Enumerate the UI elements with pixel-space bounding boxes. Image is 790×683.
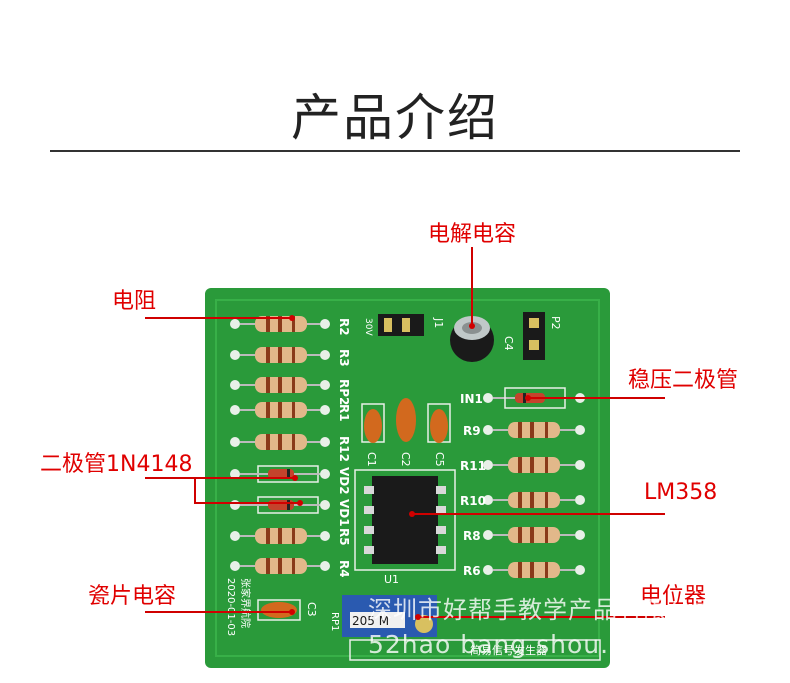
silk-left-2: RP2 <box>337 379 351 405</box>
ceramic-capacitor <box>261 602 297 618</box>
silk-left-5: VD2 <box>337 467 351 495</box>
pot-code: 205 M <box>352 614 389 628</box>
silk-right-0: IN1 <box>460 392 483 406</box>
silk-right-2: R11 <box>460 459 486 473</box>
board-name: 简易信号发生器 <box>470 643 547 657</box>
silk-right-1: R9 <box>463 424 481 438</box>
silk-left-3: R1 <box>337 404 351 422</box>
label-resistor: 电阻 <box>112 289 157 314</box>
page-title: 产品介绍 <box>291 89 499 147</box>
label-diode-1n4148: 二极管1N4148 <box>40 452 193 477</box>
silk-left-8: R4 <box>337 560 351 578</box>
silk-30v: 30V <box>363 318 373 336</box>
silk-cap-1: C2 <box>399 452 412 467</box>
silk-p2: P2 <box>549 316 562 330</box>
silk-left-1: R3 <box>337 349 351 367</box>
callout-lines <box>145 247 665 618</box>
silk-left-6: VD1 <box>337 499 351 527</box>
watermark-url: 52hao bang shou.1688.com <box>368 630 742 659</box>
silk-j1: J1 <box>432 317 445 328</box>
silk-right-5: R6 <box>463 564 481 578</box>
silk-rp1: RP1 <box>329 612 340 631</box>
silk-author: 张家界航院 <box>239 578 252 628</box>
title-divider <box>50 150 740 152</box>
right-resistor-column <box>483 387 585 578</box>
silk-date: 2020-01-03 <box>225 578 236 636</box>
left-resistor-column <box>230 316 330 574</box>
silk-left-0: R2 <box>337 318 351 336</box>
label-ceramic-capacitor: 瓷片电容 <box>88 584 177 609</box>
silk-left-4: R12 <box>337 436 351 462</box>
silk-left-7: R5 <box>337 528 351 546</box>
lm358-chip <box>372 476 438 564</box>
label-potentiometer: 电位器 <box>640 584 707 609</box>
label-zener-diode: 稳压二极管 <box>628 368 739 393</box>
silk-c3: C3 <box>305 602 318 617</box>
silk-u1: U1 <box>384 573 399 586</box>
silk-right-4: R8 <box>463 529 481 543</box>
silk-cap-0: C1 <box>365 452 378 467</box>
silk-cap-2: C5 <box>433 452 446 467</box>
silk-right-3: R10 <box>460 494 486 508</box>
silk-c4: C4 <box>502 336 515 351</box>
label-lm358: LM358 <box>644 480 718 505</box>
label-electrolytic-capacitor: 电解电容 <box>428 222 517 247</box>
watermark-company: 深圳市好帮手教学产品有限公司 <box>368 596 718 624</box>
